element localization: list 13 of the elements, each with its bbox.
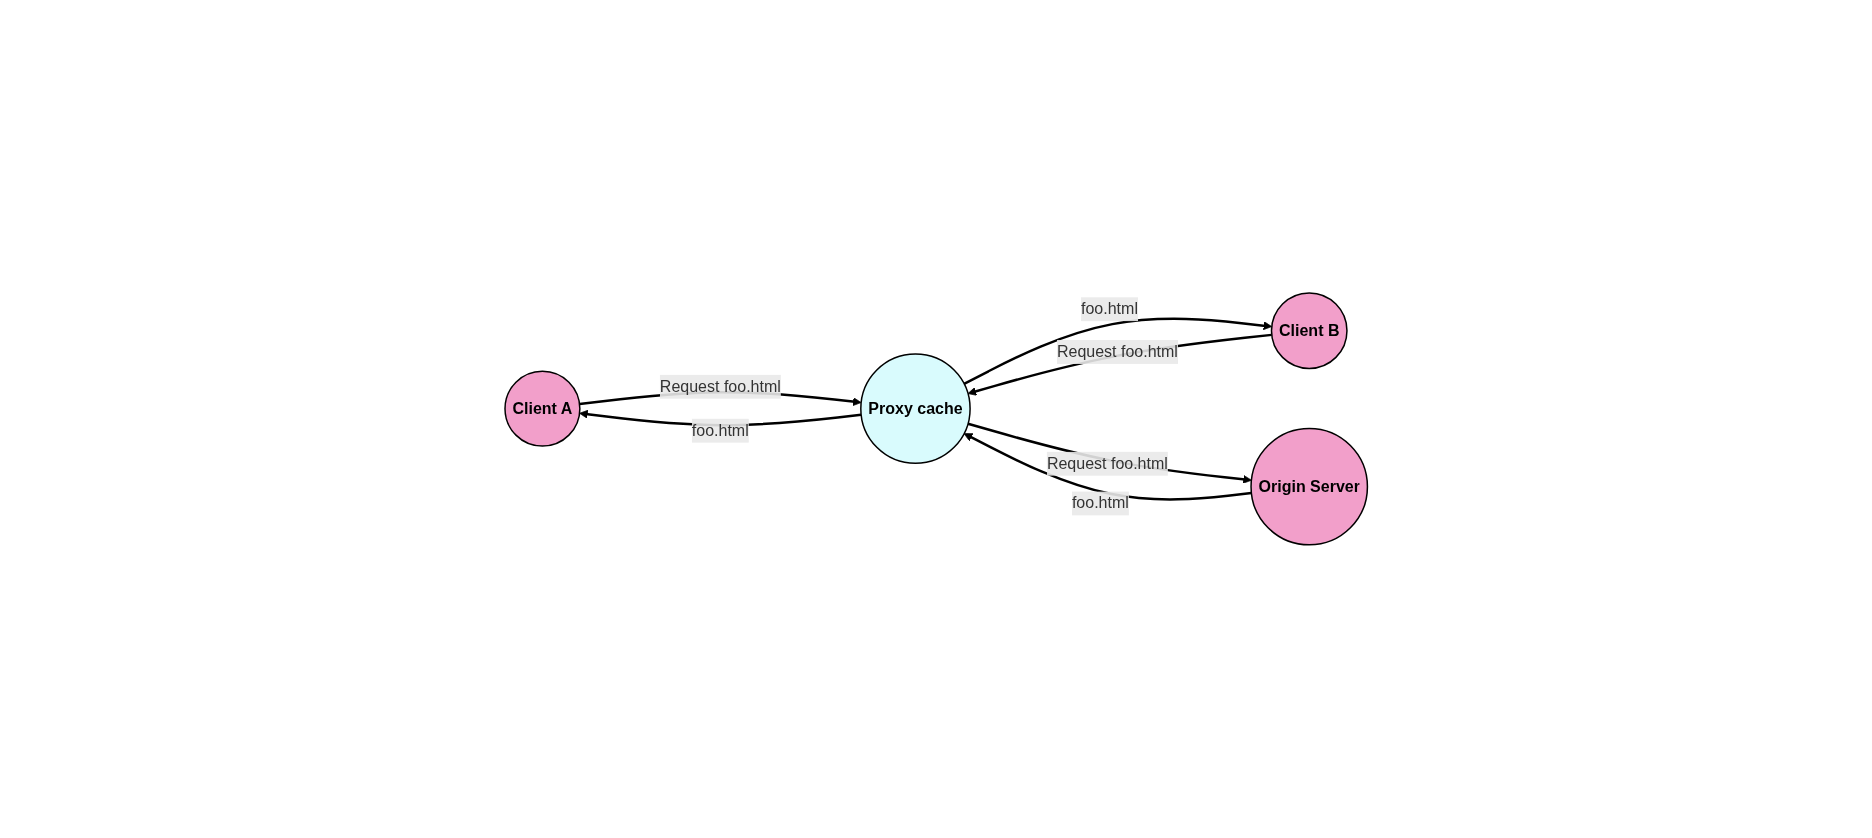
node-circle: Client B	[1270, 292, 1348, 370]
edge-label: Request foo.html	[1046, 454, 1168, 472]
arrow	[967, 333, 1272, 396]
node-circle: Origin Server	[1250, 427, 1368, 546]
edge-label: Request foo.html	[659, 377, 781, 395]
arrow	[963, 317, 1272, 385]
edge-label: foo.html	[1071, 494, 1129, 512]
edge-label: Request foo.html	[1056, 343, 1178, 361]
arrow	[963, 433, 1252, 501]
node-circle: Client A	[504, 370, 581, 447]
edge-label: foo.html	[691, 421, 749, 439]
edge-label: foo.html	[1080, 300, 1138, 318]
node-circle: Proxy cache	[859, 353, 971, 465]
